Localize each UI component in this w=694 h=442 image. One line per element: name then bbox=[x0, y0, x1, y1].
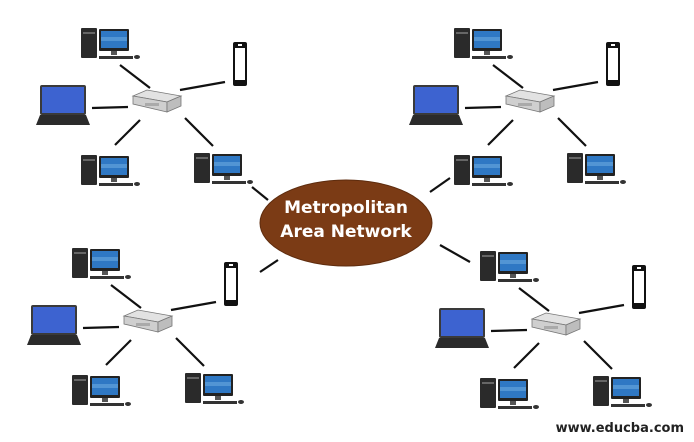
network-switch-icon bbox=[131, 89, 183, 113]
connection-line bbox=[105, 339, 132, 366]
laptop-icon bbox=[36, 85, 90, 125]
connection-line bbox=[518, 287, 550, 312]
connection-line bbox=[179, 80, 226, 92]
mobile-phone-icon bbox=[632, 265, 646, 309]
laptop-icon bbox=[27, 305, 81, 345]
mobile-phone-icon bbox=[233, 42, 247, 86]
network-switch-icon bbox=[530, 312, 582, 336]
connection-line bbox=[110, 284, 142, 309]
laptop-icon bbox=[409, 85, 463, 125]
desktop-icon bbox=[72, 248, 131, 279]
desktop-icon bbox=[185, 373, 244, 404]
connection-line bbox=[119, 64, 151, 89]
network-switch-icon bbox=[122, 309, 174, 333]
connection-line bbox=[82, 325, 120, 330]
connection-line bbox=[464, 105, 502, 110]
connection-line bbox=[251, 186, 269, 201]
network-switch-icon bbox=[504, 89, 556, 113]
center-label-line2: Area Network bbox=[280, 222, 412, 242]
connection-line bbox=[114, 119, 141, 146]
connection-line bbox=[490, 328, 528, 333]
top-right-lan bbox=[409, 28, 626, 193]
connection-line bbox=[492, 64, 524, 89]
connection-line bbox=[583, 340, 613, 370]
watermark: www.educba.com bbox=[555, 421, 684, 436]
desktop-icon bbox=[81, 155, 140, 186]
desktop-icon bbox=[480, 378, 539, 409]
desktop-icon bbox=[593, 376, 652, 407]
connection-line bbox=[259, 259, 279, 273]
top-left-lan bbox=[36, 28, 269, 201]
desktop-icon bbox=[81, 28, 140, 59]
connection-line bbox=[170, 300, 217, 312]
connection-line bbox=[552, 80, 599, 92]
laptop-icon bbox=[435, 308, 489, 348]
desktop-icon bbox=[194, 153, 253, 184]
bottom-right-lan bbox=[435, 244, 652, 409]
connection-line bbox=[557, 117, 587, 147]
center-label: Metropolitan Area Network bbox=[260, 196, 432, 244]
connection-line bbox=[513, 342, 540, 369]
mobile-phone-icon bbox=[606, 42, 620, 86]
desktop-icon bbox=[480, 251, 539, 282]
center-label-line1: Metropolitan bbox=[284, 198, 408, 218]
mobile-phone-icon bbox=[224, 262, 238, 306]
desktop-icon bbox=[72, 375, 131, 406]
center-ellipse bbox=[259, 179, 433, 267]
connection-line bbox=[175, 337, 205, 367]
desktop-icon bbox=[454, 155, 513, 186]
connection-line bbox=[578, 303, 625, 315]
connection-line bbox=[91, 105, 129, 110]
connection-line bbox=[429, 177, 451, 193]
connection-line bbox=[184, 117, 214, 147]
desktop-icon bbox=[454, 28, 513, 59]
bottom-left-lan bbox=[27, 248, 279, 406]
desktop-icon bbox=[567, 153, 626, 184]
connection-line bbox=[487, 119, 514, 146]
connection-line bbox=[439, 244, 471, 263]
